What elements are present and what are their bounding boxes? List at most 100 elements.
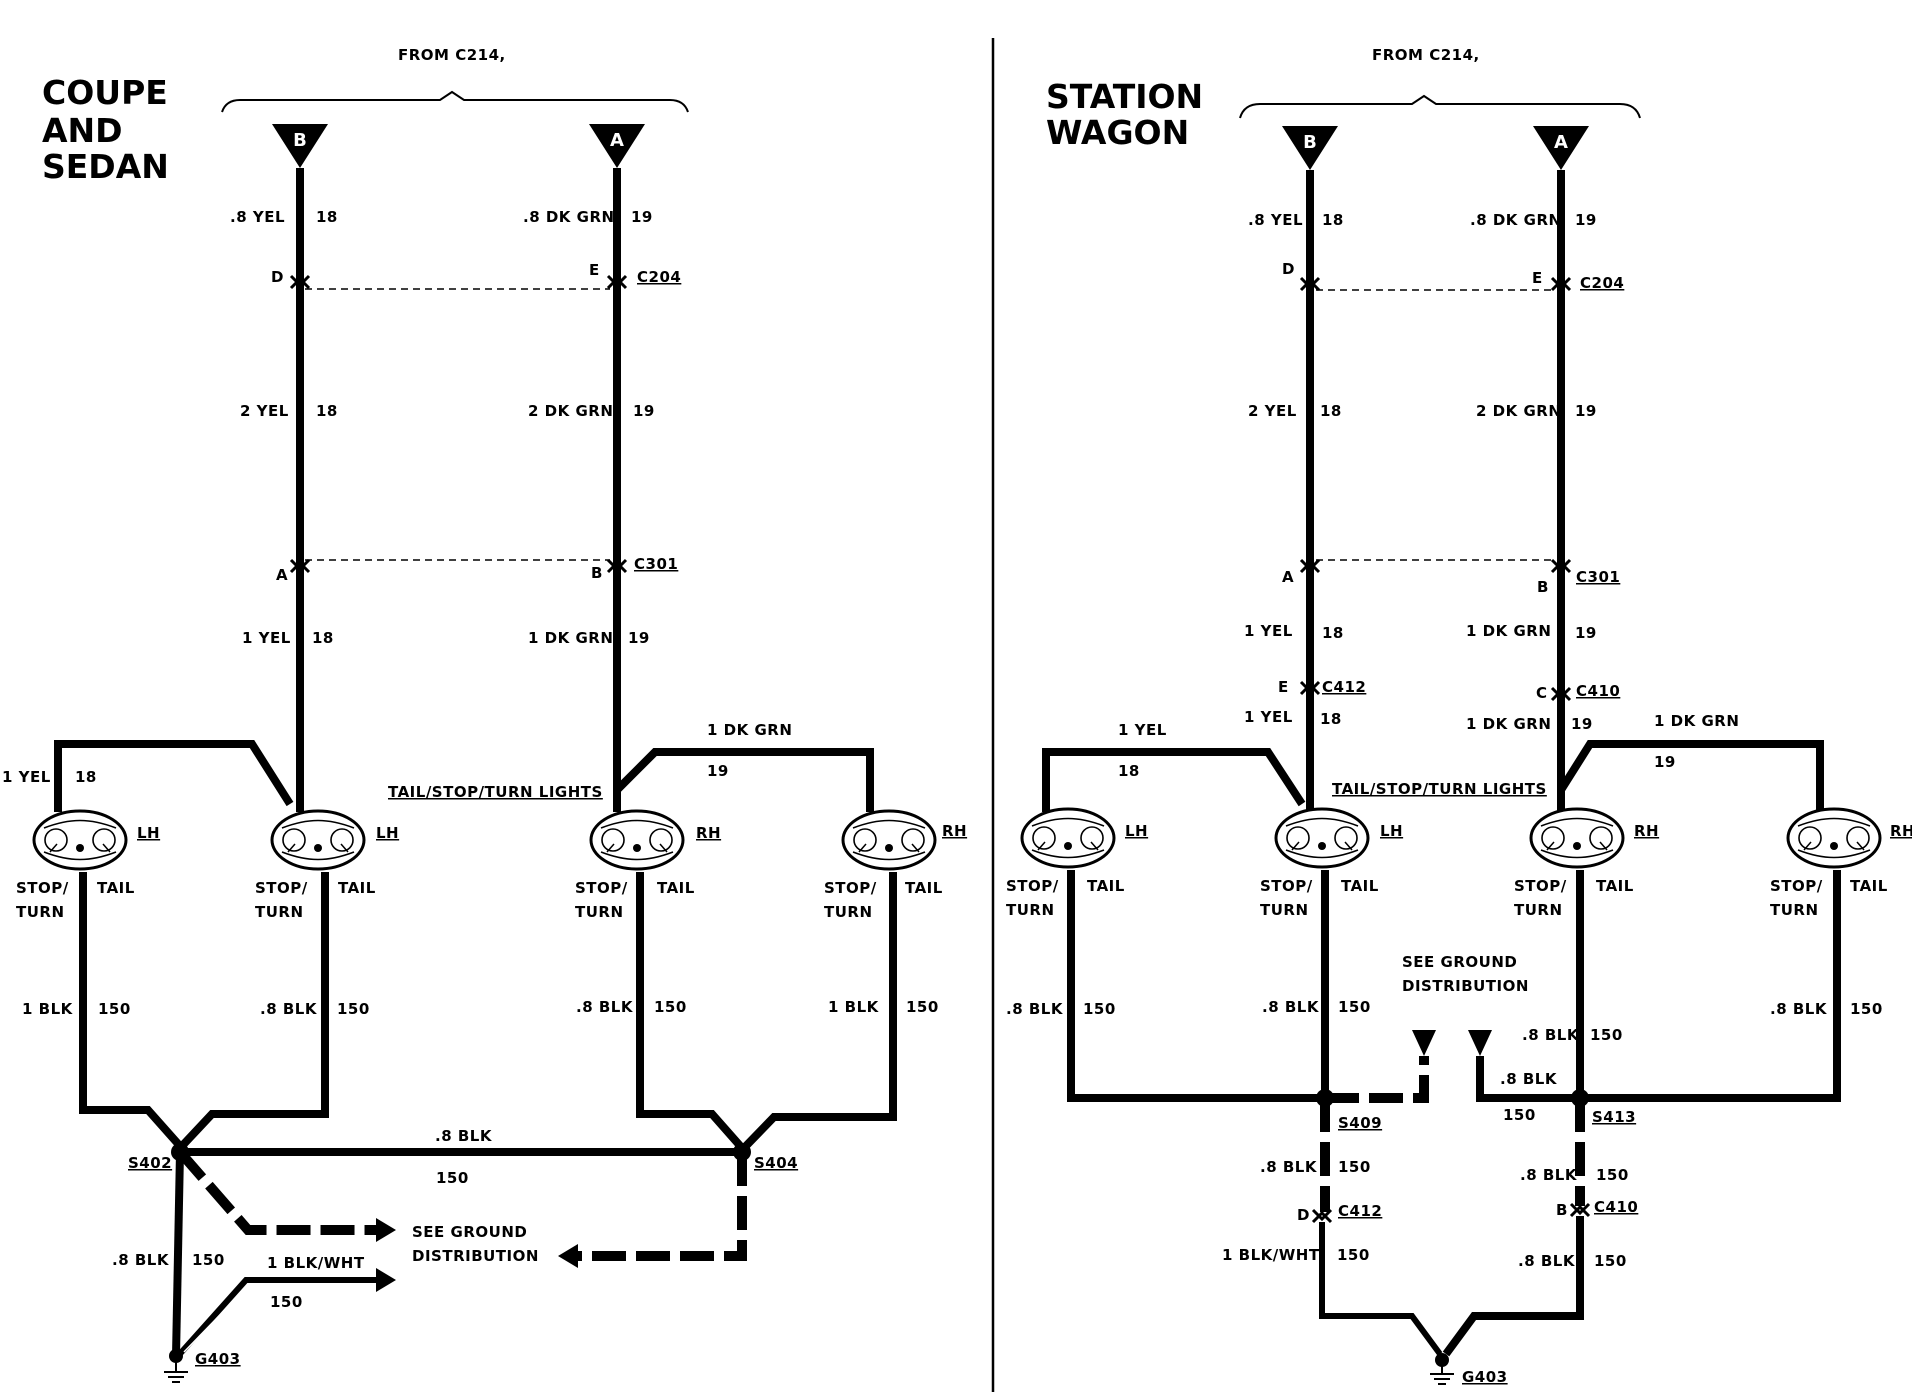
circuit-number: 19 (633, 402, 655, 420)
circuit-number: 150 (1503, 1106, 1536, 1124)
circuit-number: 18 (1322, 211, 1344, 229)
circuit-number: 18 (312, 629, 334, 647)
circuit-number: 19 (628, 629, 650, 647)
lamp-pin-label: STOP/ (1260, 877, 1313, 895)
wire-label: .8 BLK (1260, 1158, 1318, 1176)
wire-label: 1 DK GRN (1466, 715, 1551, 733)
connector-c412: C412 (1338, 1202, 1382, 1220)
pin-label: E (589, 261, 600, 279)
lamp-rh-outer: RH STOP/ TURN TAIL (1770, 807, 1912, 919)
wire-label: 1 BLK/WHT (267, 1254, 365, 1272)
see-ground-label: SEE GROUND (1402, 953, 1517, 971)
wire-label: 2 DK GRN (1476, 402, 1561, 420)
lamp-pin-label: STOP/ (16, 879, 69, 897)
connector-c410: C410 (1594, 1198, 1638, 1216)
see-ground-label: SEE GROUND (412, 1223, 527, 1241)
lamp-rh-inner: RH STOP/ TURN TAIL (575, 809, 721, 921)
lamp-pin-label: STOP/ (255, 879, 308, 897)
lamp-rh-outer: RH STOP/ TURN TAIL (824, 809, 967, 921)
ground-label: G403 (1462, 1368, 1508, 1386)
terminal-a (589, 124, 645, 168)
wire-label: .8 BLK (576, 998, 634, 1016)
circuit-number: 19 (1654, 753, 1676, 771)
circuit-number: 150 (337, 1000, 370, 1018)
circuit-number: 150 (1338, 1158, 1371, 1176)
lamp-pin-label: TAIL (657, 879, 695, 897)
circuit-number: 19 (1575, 624, 1597, 642)
arrow-ground-left (1412, 1030, 1436, 1056)
wire-label: 1 BLK (828, 998, 880, 1016)
circuit-number: 150 (1338, 998, 1371, 1016)
lamp-pin-label: TURN (824, 903, 873, 921)
lamp-side: RH (696, 824, 721, 842)
arrow-blk-wht (376, 1268, 396, 1292)
from-label: FROM C214, (398, 46, 506, 64)
circuit-number: 150 (906, 998, 939, 1016)
panel-title-line2: AND (42, 111, 123, 150)
pin-label: D (1297, 1206, 1310, 1224)
lamp-pin-label: STOP/ (575, 879, 628, 897)
wire-label: .8 BLK (1262, 998, 1320, 1016)
circuit-number: 19 (631, 208, 653, 226)
lamp-lh-outer: LH STOP/ TURN TAIL (16, 809, 160, 921)
wire-label: 2 DK GRN (528, 402, 613, 420)
connector-c301: C301 (1576, 568, 1620, 586)
wire-label: 1 YEL (1118, 721, 1167, 739)
lamp-pin-label: STOP/ (1770, 877, 1823, 895)
wire-rh-outer-feed (614, 748, 874, 812)
wire-lh-outer-feed (54, 740, 294, 812)
pin-label: D (271, 268, 284, 286)
lamp-pin-label: STOP/ (824, 879, 877, 897)
circuit-number: 19 (707, 762, 729, 780)
wire-label: .8 BLK (260, 1000, 318, 1018)
circuit-number: 19 (1575, 402, 1597, 420)
arrow-ground-right (1468, 1030, 1492, 1056)
see-ground-label: DISTRIBUTION (412, 1247, 539, 1265)
circuit-number: 18 (1320, 710, 1342, 728)
terminal-b (1282, 126, 1338, 170)
terminal-b (272, 124, 328, 168)
wire-blk-2 (179, 872, 329, 1149)
lamp-pin-label: TAIL (338, 879, 376, 897)
lamp-pin-label: TAIL (1596, 877, 1634, 895)
lamp-side: LH (1125, 822, 1148, 840)
lamp-lh-inner: LH STOP/ TURN TAIL (1260, 807, 1403, 919)
wire-label: .8 DK GRN (1470, 211, 1562, 229)
lights-title: TAIL/STOP/TURN LIGHTS (1332, 780, 1547, 798)
wire-blk-1 (1067, 870, 1325, 1102)
see-ground-label: DISTRIBUTION (1402, 977, 1529, 995)
pin-label: E (1532, 269, 1543, 287)
arrow-ground-left (376, 1218, 396, 1242)
lamp-pin-label: TAIL (97, 879, 135, 897)
circuit-number: 150 (1337, 1246, 1370, 1264)
circuit-number: 150 (436, 1169, 469, 1187)
wire-blk-wht (175, 1277, 382, 1359)
lamp-rh-inner: RH STOP/ TURN TAIL (1514, 807, 1659, 919)
wire-label: 1 YEL (1244, 622, 1293, 640)
connector-c412: C412 (1322, 678, 1366, 696)
panel-title-line3: SEDAN (42, 147, 169, 186)
lamp-pin-label: TAIL (905, 879, 943, 897)
connector-c204: C204 (1580, 274, 1624, 292)
dashed-ground-left (176, 1148, 380, 1235)
lamp-pin-label: TURN (1770, 901, 1819, 919)
circuit-number: 18 (316, 208, 338, 226)
terminal-b-label: B (1303, 132, 1317, 153)
circuit-number: 19 (1571, 715, 1593, 733)
wire-label: 1 YEL (2, 768, 51, 786)
wire-label: .8 YEL (1248, 211, 1303, 229)
wire-lh-outer-feed (1042, 748, 1306, 812)
terminal-a-label: A (1554, 132, 1568, 153)
lamp-pin-label: TURN (1260, 901, 1309, 919)
lamp-pin-label: TAIL (1087, 877, 1125, 895)
wire-gnd (172, 1151, 184, 1357)
lamp-side: LH (376, 824, 399, 842)
lamp-pin-label: STOP/ (1514, 877, 1567, 895)
circuit-number: 150 (654, 998, 687, 1016)
connector-c204: C204 (637, 268, 681, 286)
lamp-pin-label: TAIL (1341, 877, 1379, 895)
circuit-number: 150 (1083, 1000, 1116, 1018)
splice-label: S402 (128, 1154, 172, 1172)
circuit-number: 150 (98, 1000, 131, 1018)
